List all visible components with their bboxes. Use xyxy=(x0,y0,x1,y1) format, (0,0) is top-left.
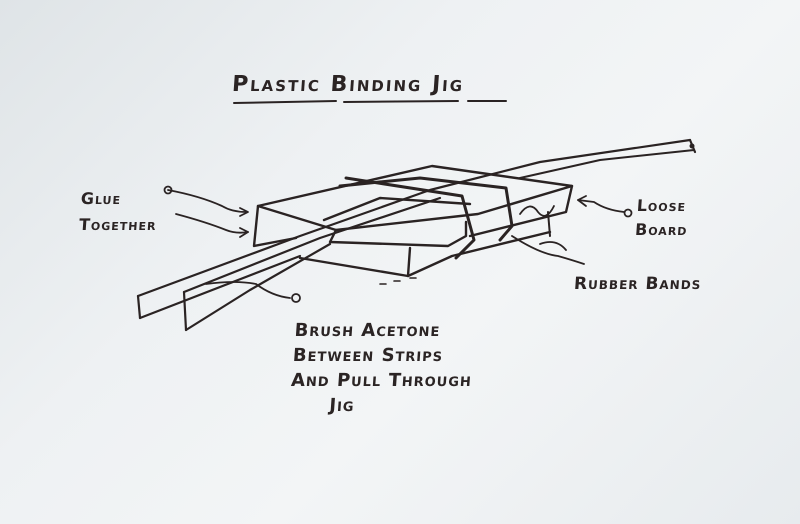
rubber-leader-2 xyxy=(539,241,567,251)
label-glue-together: Glue Together xyxy=(78,186,159,238)
title-underline-2 xyxy=(343,100,459,103)
loose-arrow-line xyxy=(577,199,625,213)
label-glue-line-2: Together xyxy=(78,215,158,234)
rubber-band-3 xyxy=(322,196,472,222)
top-board-left-side xyxy=(252,204,298,248)
leader-arrows xyxy=(163,185,633,303)
lower-board-right-edge xyxy=(547,211,551,237)
label-brush-line-4: Jig xyxy=(328,395,356,416)
lower-board-top xyxy=(328,220,468,248)
glue-arrowhead-1 xyxy=(239,207,249,217)
strip-bottom-edge-1 xyxy=(138,254,302,320)
glue-arrow-dot xyxy=(163,185,173,195)
rubber-band-1 xyxy=(338,176,514,242)
lower-board-edge xyxy=(406,246,412,278)
strip-end-dot xyxy=(689,143,695,149)
glue-arrow-2 xyxy=(175,213,249,234)
loose-board-squiggle xyxy=(519,205,555,217)
strip-end-1 xyxy=(136,294,142,320)
rubber-band-2 xyxy=(344,176,476,260)
label-rubber-bands: Rubber Bands xyxy=(573,274,703,294)
label-brush-line-3: And Pull Through xyxy=(290,370,473,391)
label-loose-board: Loose Board xyxy=(634,194,690,242)
loose-arrowhead xyxy=(577,195,587,207)
strip-right-edge xyxy=(519,149,695,179)
label-brush-acetone: Brush Acetone Between Strips And Pull Th… xyxy=(289,318,477,418)
strip-end-2 xyxy=(182,290,188,332)
brush-leader xyxy=(205,281,291,299)
diagram-title: Plastic Binding Jig xyxy=(231,72,466,97)
label-brush-line-2: Between Strips xyxy=(292,345,444,366)
shadow-marks xyxy=(379,277,417,285)
top-board-top xyxy=(256,164,574,232)
glue-arrowhead-2 xyxy=(239,227,249,238)
brush-leader-dot xyxy=(291,293,301,303)
label-loose-line-2: Board xyxy=(634,220,689,239)
glue-arrow-1 xyxy=(167,189,247,213)
rubber-leader-1 xyxy=(511,235,585,265)
title-underline-1 xyxy=(233,100,337,104)
jig-boards xyxy=(252,164,574,285)
top-board-right-side xyxy=(468,184,574,238)
label-loose-line-1: Loose xyxy=(636,196,687,215)
label-glue-line-1: Glue xyxy=(80,189,122,208)
lower-board-bottom xyxy=(298,230,552,278)
label-brush-line-1: Brush Acetone xyxy=(293,320,442,341)
strip-top-edge-2 xyxy=(182,196,442,294)
loose-arrow-dot xyxy=(623,208,633,218)
